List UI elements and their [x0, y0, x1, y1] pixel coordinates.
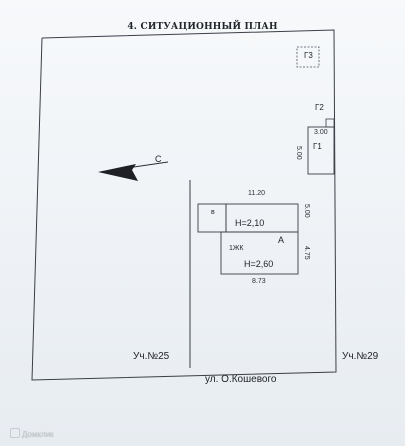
label-main: 1ЖК [229, 245, 244, 252]
label-g2: Г2 [315, 103, 324, 112]
watermark-text: Домклик [22, 430, 54, 439]
dim-g1-length: 5.00 [295, 146, 302, 160]
dim-right-height: 5.00 [303, 204, 310, 218]
plot-right: Уч.№29 [342, 351, 379, 362]
north-arrow [98, 161, 169, 181]
plot-left: Уч.№25 [133, 351, 170, 362]
height-lower: Н=2,60 [244, 259, 274, 269]
dim-top-width: 11.20 [248, 190, 265, 197]
house-lower [220, 231, 299, 275]
label-a: А [278, 235, 285, 245]
label-g3: Г3 [304, 51, 313, 60]
dim-lower-right-height: 4.75 [303, 246, 310, 260]
shed-g3 [296, 46, 320, 68]
label-v: в [211, 209, 215, 216]
street-name: ул. О.Кошевого [205, 374, 277, 385]
watermark: Домклик [10, 428, 54, 439]
garage-g1 [307, 126, 335, 175]
plot-boundary [31, 29, 337, 381]
domclick-logo-icon [10, 428, 20, 438]
height-upper: Н=2,10 [235, 218, 265, 228]
dim-bottom-width: 8.73 [252, 278, 266, 285]
dim-g1-width: 3.00 [314, 129, 328, 136]
compass-label: С [155, 154, 162, 164]
shed-g2 [325, 118, 335, 128]
document-title: 4. СИТУАЦИОННЫЙ ПЛАН [127, 22, 278, 32]
label-g1: Г1 [313, 142, 322, 151]
